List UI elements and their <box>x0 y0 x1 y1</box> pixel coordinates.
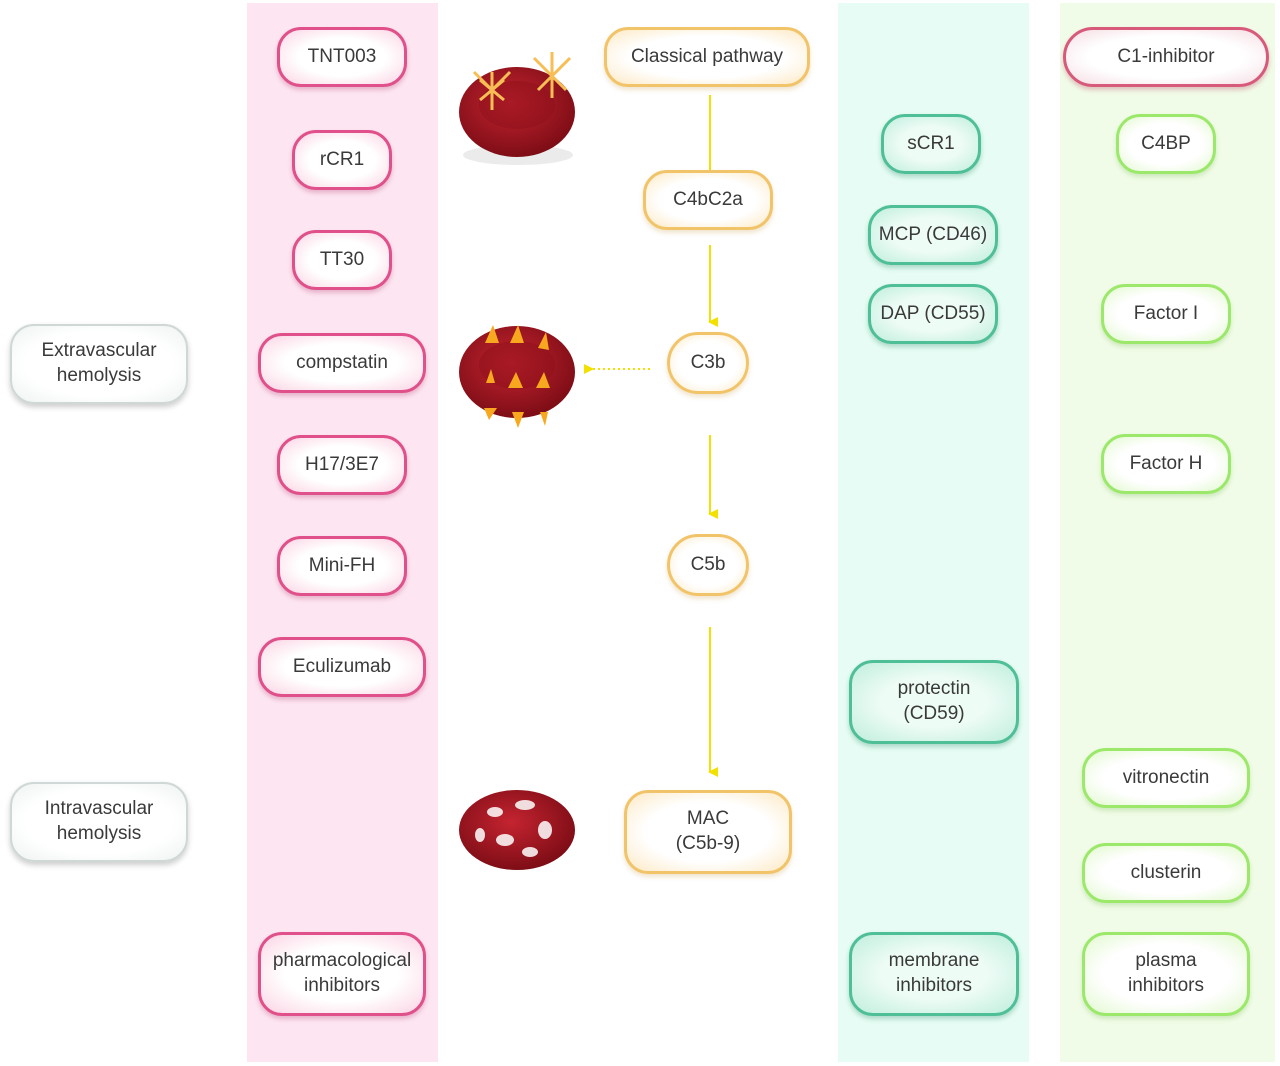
extravascular-hemolysis-label: Extravascular hemolysis <box>10 324 188 404</box>
plasma-inhibitors-label: plasma inhibitors <box>1082 932 1250 1016</box>
c3b-opsonized-red-cell-icon <box>459 325 575 428</box>
inhibitor-dap-cd55: DAP (CD55) <box>868 284 998 344</box>
inhibitor-clusterin: clusterin <box>1082 843 1250 903</box>
membrane-inhibitors-label: membrane inhibitors <box>849 932 1019 1016</box>
inhibitor-tnt003: TNT003 <box>277 27 407 87</box>
inhibitor-mini-fh: Mini-FH <box>277 536 407 596</box>
inhibitor-scr1: sCR1 <box>881 114 981 174</box>
c3b-node: C3b <box>667 332 749 394</box>
inhibitor-vitronectin: vitronectin <box>1082 748 1250 808</box>
inhibitor-mcp-cd46: MCP (CD46) <box>868 205 998 265</box>
c5b-node: C5b <box>667 534 749 596</box>
inhibitor-factor-h: Factor H <box>1101 434 1231 494</box>
inhibitor-tt30: TT30 <box>292 230 392 290</box>
inhibitor-protectin-cd59: protectin (CD59) <box>849 660 1019 744</box>
inhibitor-h17-3e7: H17/3E7 <box>277 435 407 495</box>
inhibitor-c1-inhibitor: C1-inhibitor <box>1063 27 1269 87</box>
intravascular-hemolysis-label: Intravascular hemolysis <box>10 782 188 862</box>
inhibitor-c4bp: C4BP <box>1116 114 1216 174</box>
classical-pathway-node: Classical pathway <box>604 27 810 87</box>
antibody-coated-red-cell-icon <box>459 52 575 165</box>
pharmacological-inhibitors-label: pharmacological inhibitors <box>258 932 426 1016</box>
inhibitor-rcr1: rCR1 <box>292 130 392 190</box>
lysed-red-cell-icon <box>459 790 575 870</box>
mac-node: MAC (C5b-9) <box>624 790 792 874</box>
inhibitor-factor-i: Factor I <box>1101 284 1231 344</box>
inhibitor-eculizumab: Eculizumab <box>258 637 426 697</box>
inhibitor-compstatin: compstatin <box>258 333 426 393</box>
membrane-column <box>838 3 1029 1062</box>
c4bc2a-node: C4bC2a <box>643 170 773 230</box>
